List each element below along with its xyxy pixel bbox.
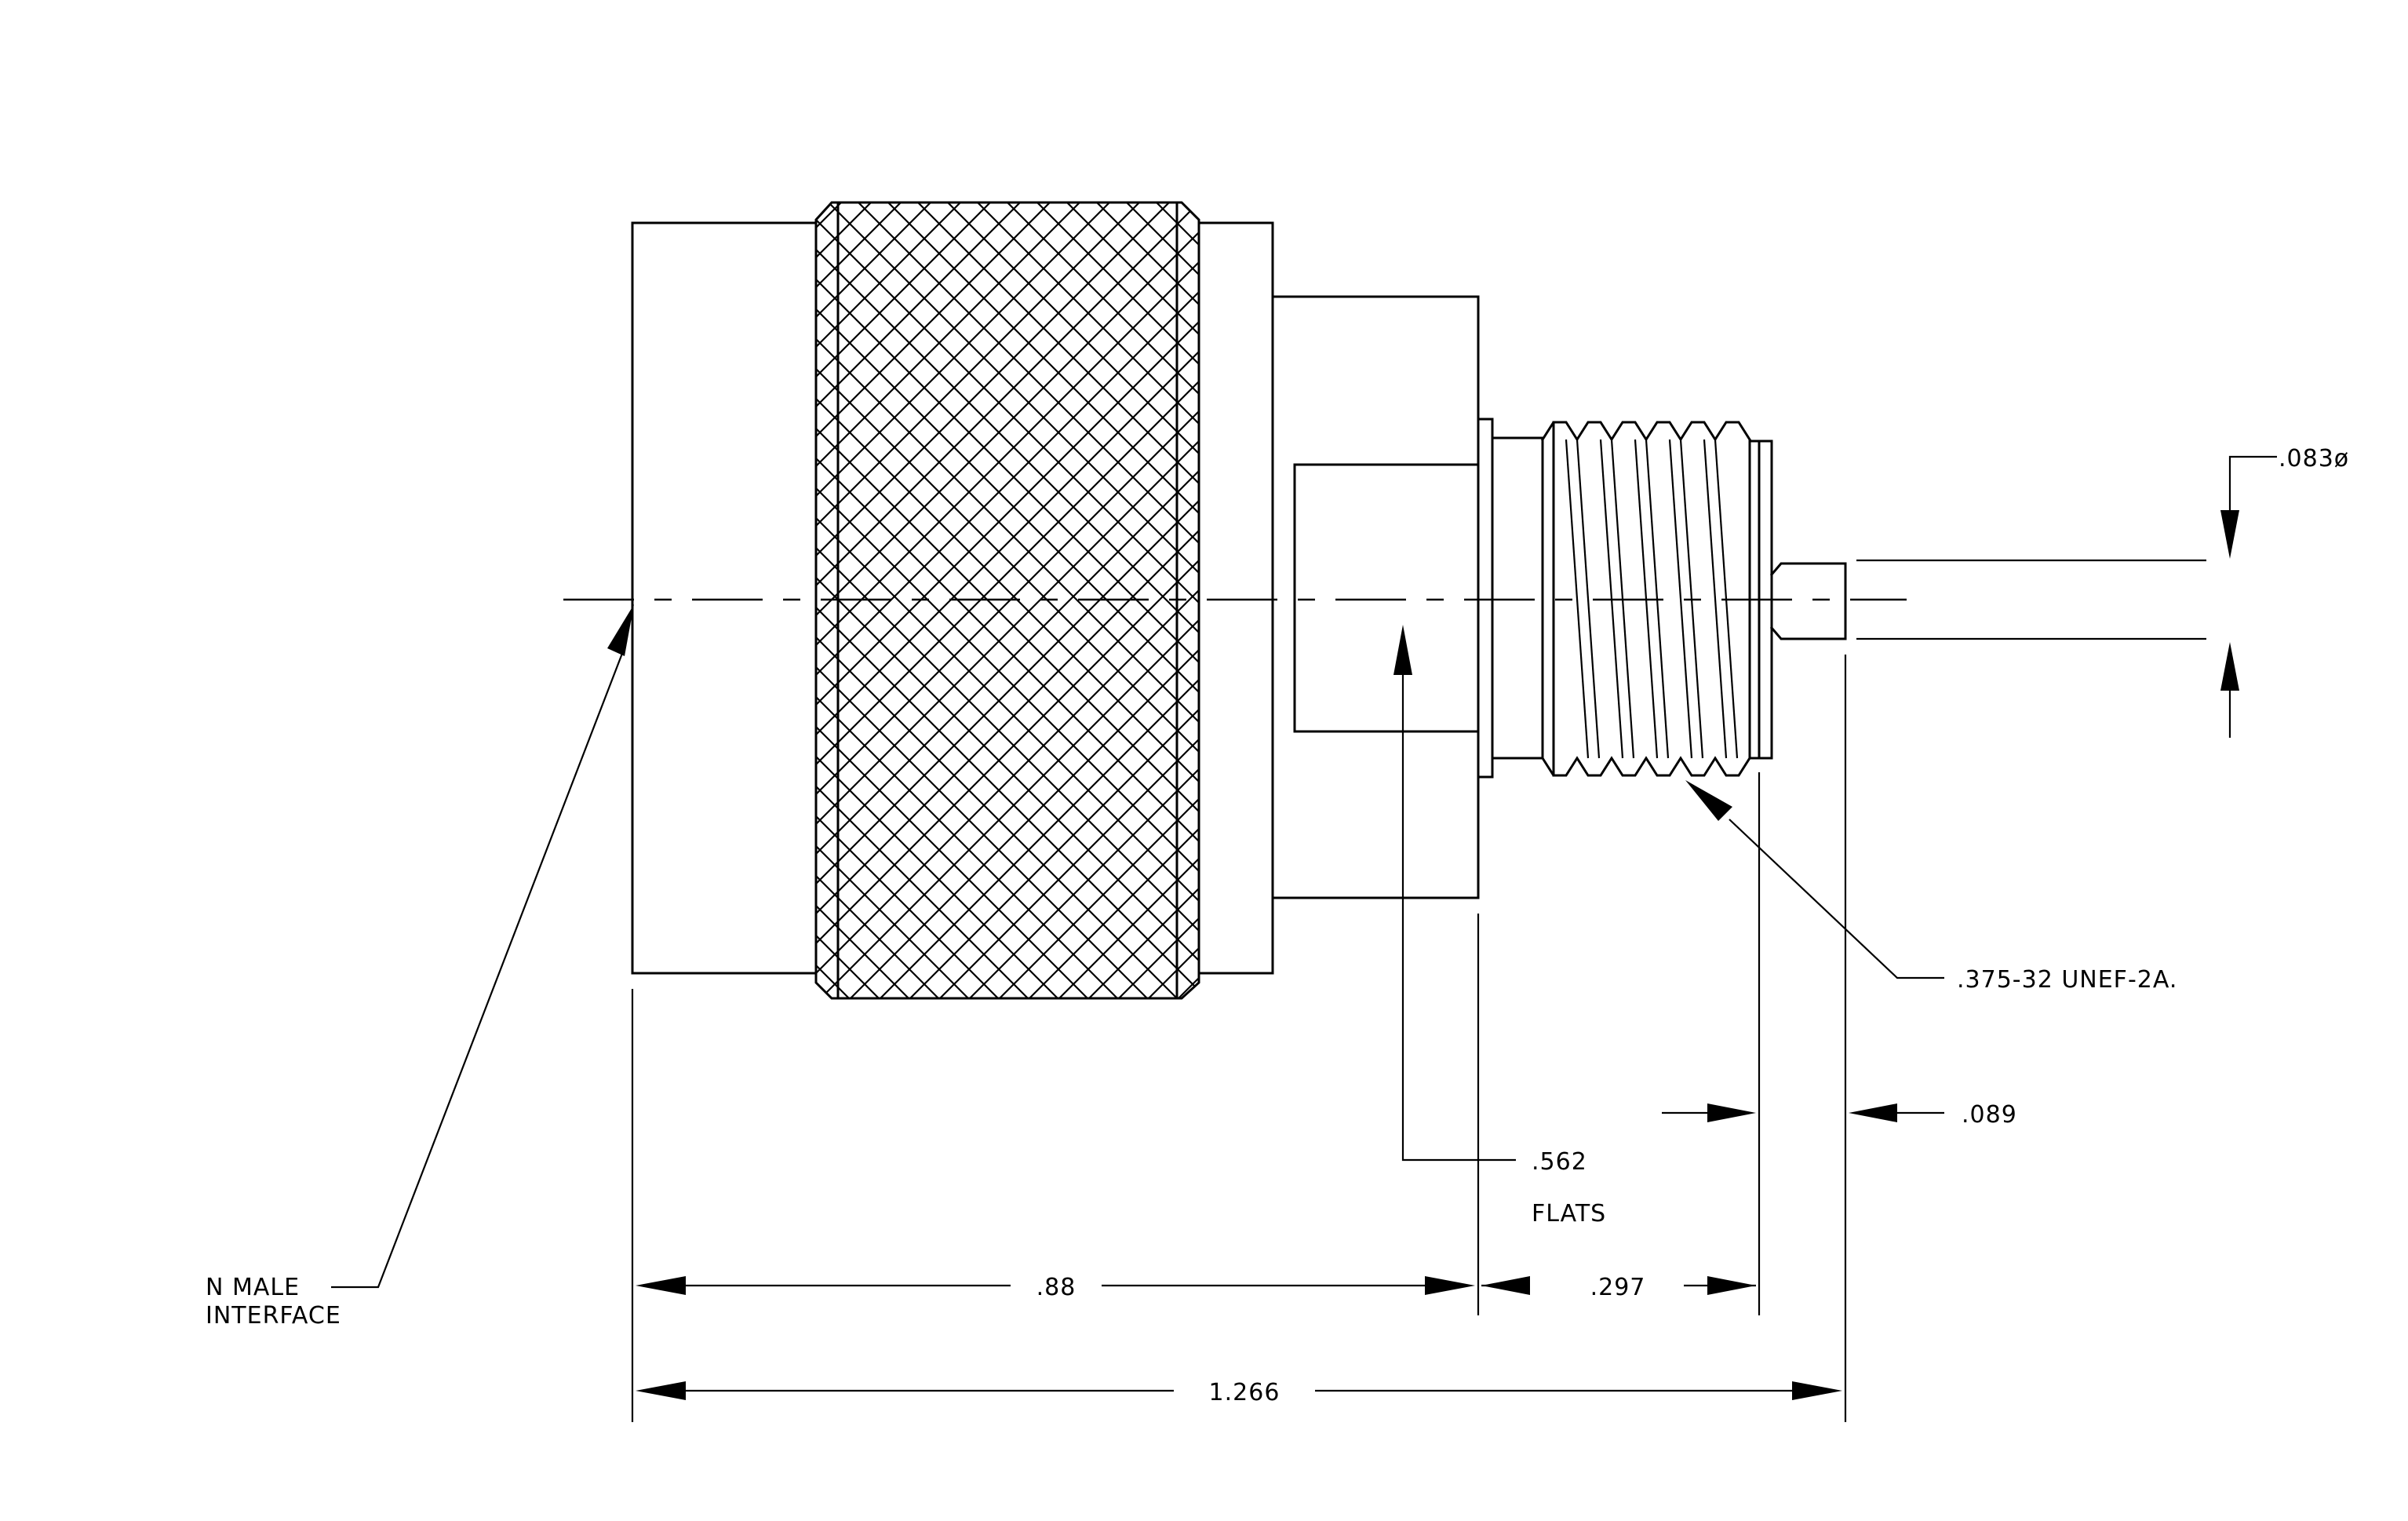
dim-overall-length: 1.266 xyxy=(636,1379,1842,1406)
callout-flats-value-text: .562 xyxy=(1532,1148,1587,1176)
rear-ring xyxy=(1197,221,1274,975)
dim-overall-length-text: 1.266 xyxy=(1209,1379,1281,1406)
callout-interface-line2-text: INTERFACE xyxy=(206,1302,341,1330)
extension-lines xyxy=(631,559,2206,1422)
flats-face xyxy=(1293,463,1480,733)
callout-flats-word-text: FLATS xyxy=(1532,1200,1606,1227)
dim-thread-length-text: .297 xyxy=(1590,1274,1646,1301)
dim-thread-length: .297 xyxy=(1481,1274,1756,1301)
callout-interface-line1-text: N MALE xyxy=(206,1274,300,1301)
flange xyxy=(1477,418,1494,779)
body-hex xyxy=(1271,295,1480,899)
callout-pin-diameter: .083ø xyxy=(2220,445,2349,738)
center-pin xyxy=(1769,562,1847,640)
callout-thread-spec-text: .375-32 UNEF-2A. xyxy=(1957,966,2177,994)
callout-interface: N MALE INTERFACE xyxy=(206,604,634,1330)
callout-pin-diameter-text: .083ø xyxy=(2279,445,2349,472)
callout-thread-spec: .375-32 UNEF-2A. xyxy=(1685,780,2177,994)
flange-step xyxy=(1491,436,1544,760)
dim-body-length-text: .88 xyxy=(1036,1274,1076,1301)
dim-pin-length-text: .089 xyxy=(1962,1101,2017,1129)
dim-body-length: .88 xyxy=(636,1274,1475,1301)
interface-section xyxy=(631,221,818,975)
callout-flats: .562 FLATS xyxy=(1393,625,1606,1227)
dim-pin-length: .089 xyxy=(1662,1101,2017,1129)
